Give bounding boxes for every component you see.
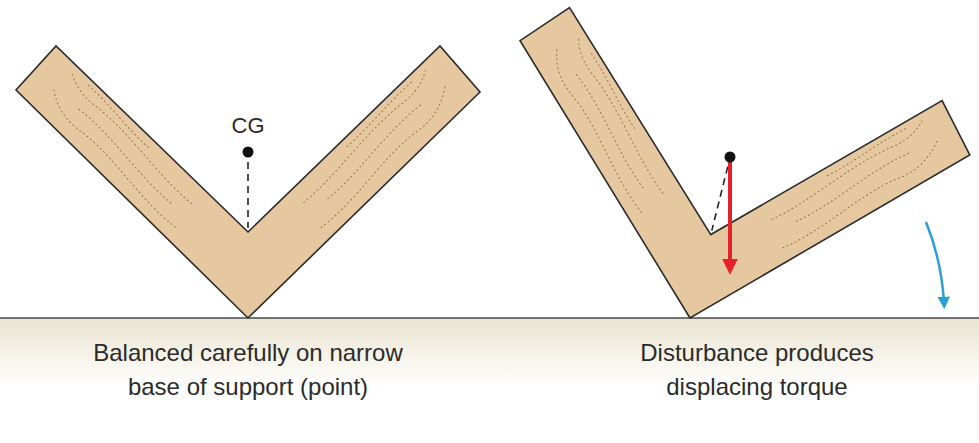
caption-text: Balanced carefully on narrow base of sup… <box>73 336 423 404</box>
cg-label: CG <box>232 112 265 140</box>
ground-line <box>0 317 979 319</box>
balanced-board <box>16 46 480 318</box>
cg-dot <box>725 152 736 163</box>
ground-shade <box>0 318 979 443</box>
weight-arrow <box>728 162 732 262</box>
tilted-board <box>465 0 979 374</box>
rotation-arrow <box>926 222 944 303</box>
caption-text: Disturbance produces displacing torque <box>612 336 902 404</box>
